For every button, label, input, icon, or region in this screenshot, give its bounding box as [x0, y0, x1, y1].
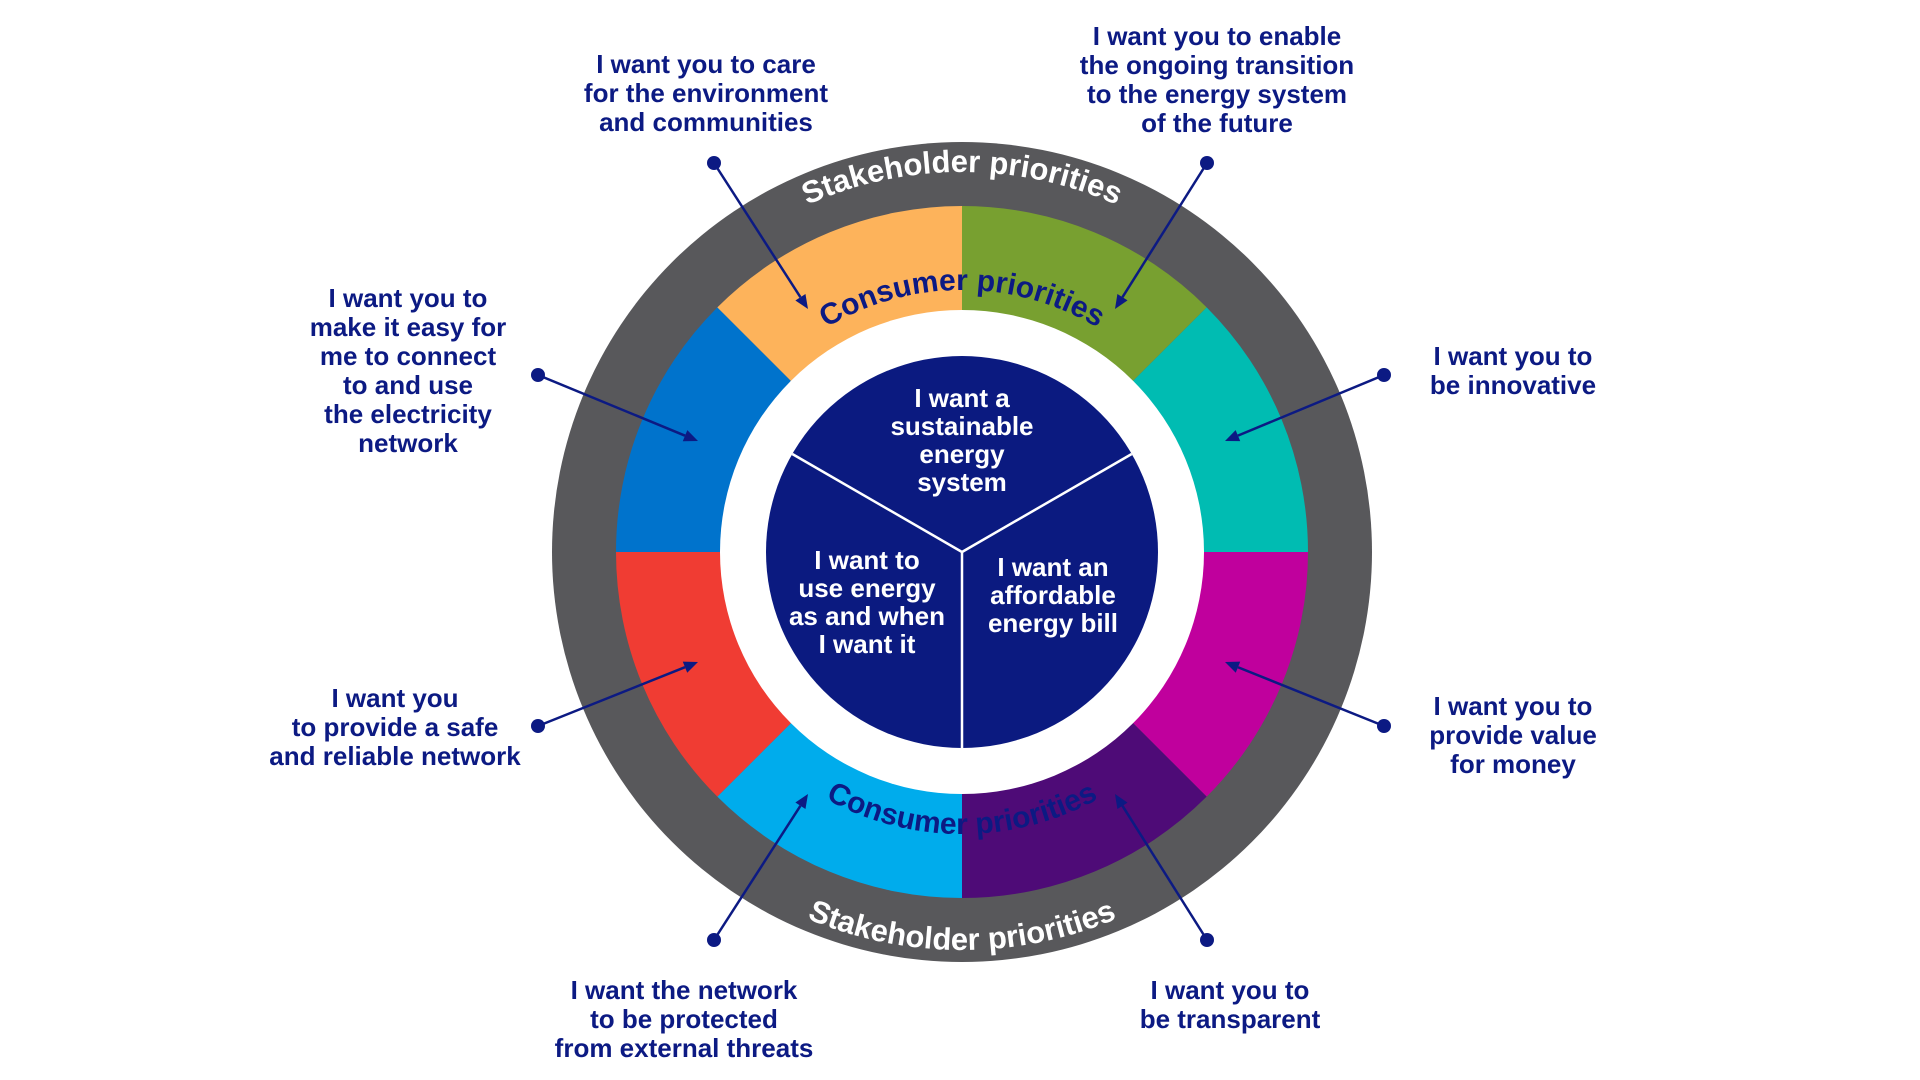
text-line: be transparent — [1139, 1004, 1321, 1034]
text-line: network — [358, 428, 458, 458]
callout-arrows — [531, 156, 1391, 947]
text-line: system — [917, 467, 1007, 497]
text-line: I want you to care — [596, 49, 816, 79]
text-line: for the environment — [583, 78, 829, 108]
text-line: the electricity — [324, 399, 492, 429]
text-line: me to connect — [319, 341, 497, 371]
text-line: I want you to — [328, 283, 488, 313]
callout-arrow-line — [1121, 162, 1209, 298]
text-line: as and when — [788, 601, 946, 631]
text-line: the ongoing transition — [1079, 50, 1355, 80]
callout-arrow-line — [537, 373, 686, 437]
text-line: I want you — [331, 683, 459, 713]
callout-arrow-line — [1121, 805, 1209, 941]
callout-arrow-head — [682, 661, 698, 673]
callout-arrow-head — [795, 794, 808, 810]
callout-arrow-head — [1115, 794, 1128, 810]
text-line: I want to — [814, 545, 920, 575]
text-line: be innovative — [1429, 370, 1597, 400]
text-line: of the future — [1141, 108, 1293, 138]
text-line: and reliable network — [269, 741, 521, 771]
text-line: to the energy system — [1086, 79, 1348, 109]
text-line: use energy — [798, 573, 936, 603]
text-line: to provide a safe — [291, 712, 499, 742]
core-dividers — [791, 452, 1133, 748]
callout-arrow-line — [712, 162, 802, 298]
text-line: provide value — [1429, 720, 1597, 750]
callout-arrow-head — [682, 430, 698, 442]
text-line: I want you to enable — [1092, 21, 1342, 51]
text-line: from external threats — [554, 1033, 814, 1063]
text-line: I want you to — [1433, 341, 1593, 371]
text-line: energy bill — [987, 608, 1119, 638]
text-line: and communities — [599, 107, 813, 137]
text-line: I want the network — [570, 975, 798, 1005]
text-line: I want you to — [1150, 975, 1310, 1005]
callout-arrow-head — [1225, 661, 1241, 673]
text-line: affordable — [990, 580, 1116, 610]
text-line: for money — [1450, 749, 1576, 779]
callout-arrow-head — [795, 293, 808, 309]
callout-arrow-line — [537, 666, 686, 728]
text-line: to be protected — [590, 1004, 778, 1034]
callout-arrow-line — [712, 805, 802, 941]
text-line: to and use — [342, 370, 473, 400]
callout-arrow-head — [1225, 430, 1241, 442]
callout-arrow-line — [1237, 666, 1385, 728]
text-line: I want you to — [1433, 691, 1593, 721]
text-line: make it easy for — [309, 312, 507, 342]
text-line: sustainable — [890, 411, 1034, 441]
callout-arrow-head — [1115, 293, 1128, 309]
text-line: energy — [919, 439, 1005, 469]
callout-arrow-line — [1237, 373, 1385, 437]
text-line: I want an — [997, 552, 1109, 582]
text-line: I want it — [818, 629, 916, 659]
text-line: I want a — [914, 383, 1010, 413]
